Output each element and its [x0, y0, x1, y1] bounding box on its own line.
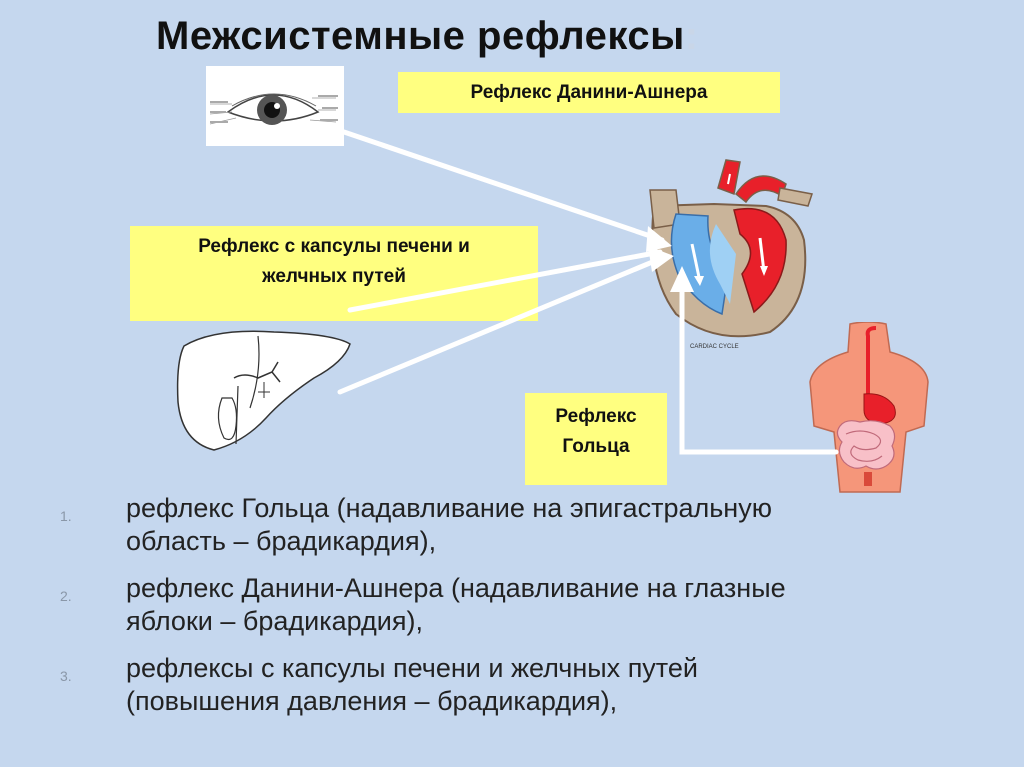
list-item-line2: яблоки – брадикардия),: [126, 606, 423, 636]
list-item: 1. рефлекс Гольца (надавливание на эпигас…: [60, 492, 1000, 558]
arrow-liver-lower-to-heart: [340, 258, 662, 392]
list-item-line1: рефлекс Данини-Ашнера (надавливание на г…: [126, 573, 786, 603]
list-item: 2. рефлекс Данини-Ашнера (надавливание на…: [60, 572, 1000, 638]
list-item: 3. рефлексы с капсулы печени и желчных пу…: [60, 652, 1000, 718]
list-item-line1: рефлекс Гольца (надавливание на эпигастр…: [126, 493, 772, 523]
list-item-line2: (повышения давления – брадикардия),: [126, 686, 617, 716]
list-item-number: 2.: [60, 580, 100, 613]
arrow-stomach-to-heart: [682, 282, 836, 452]
list-item-line1: рефлексы с капсулы печени и желчных путе…: [126, 653, 698, 683]
list-item-line2: область – брадикардия),: [126, 526, 436, 556]
list-item-number: 1.: [60, 500, 100, 533]
arrowhead-stomach: [670, 266, 694, 292]
list-item-number: 3.: [60, 660, 100, 693]
arrow-eye-to-heart: [344, 132, 662, 240]
arrow-liver-upper-to-heart: [350, 252, 660, 310]
reflex-list: 1. рефлекс Гольца (надавливание на эпигас…: [60, 492, 1000, 732]
